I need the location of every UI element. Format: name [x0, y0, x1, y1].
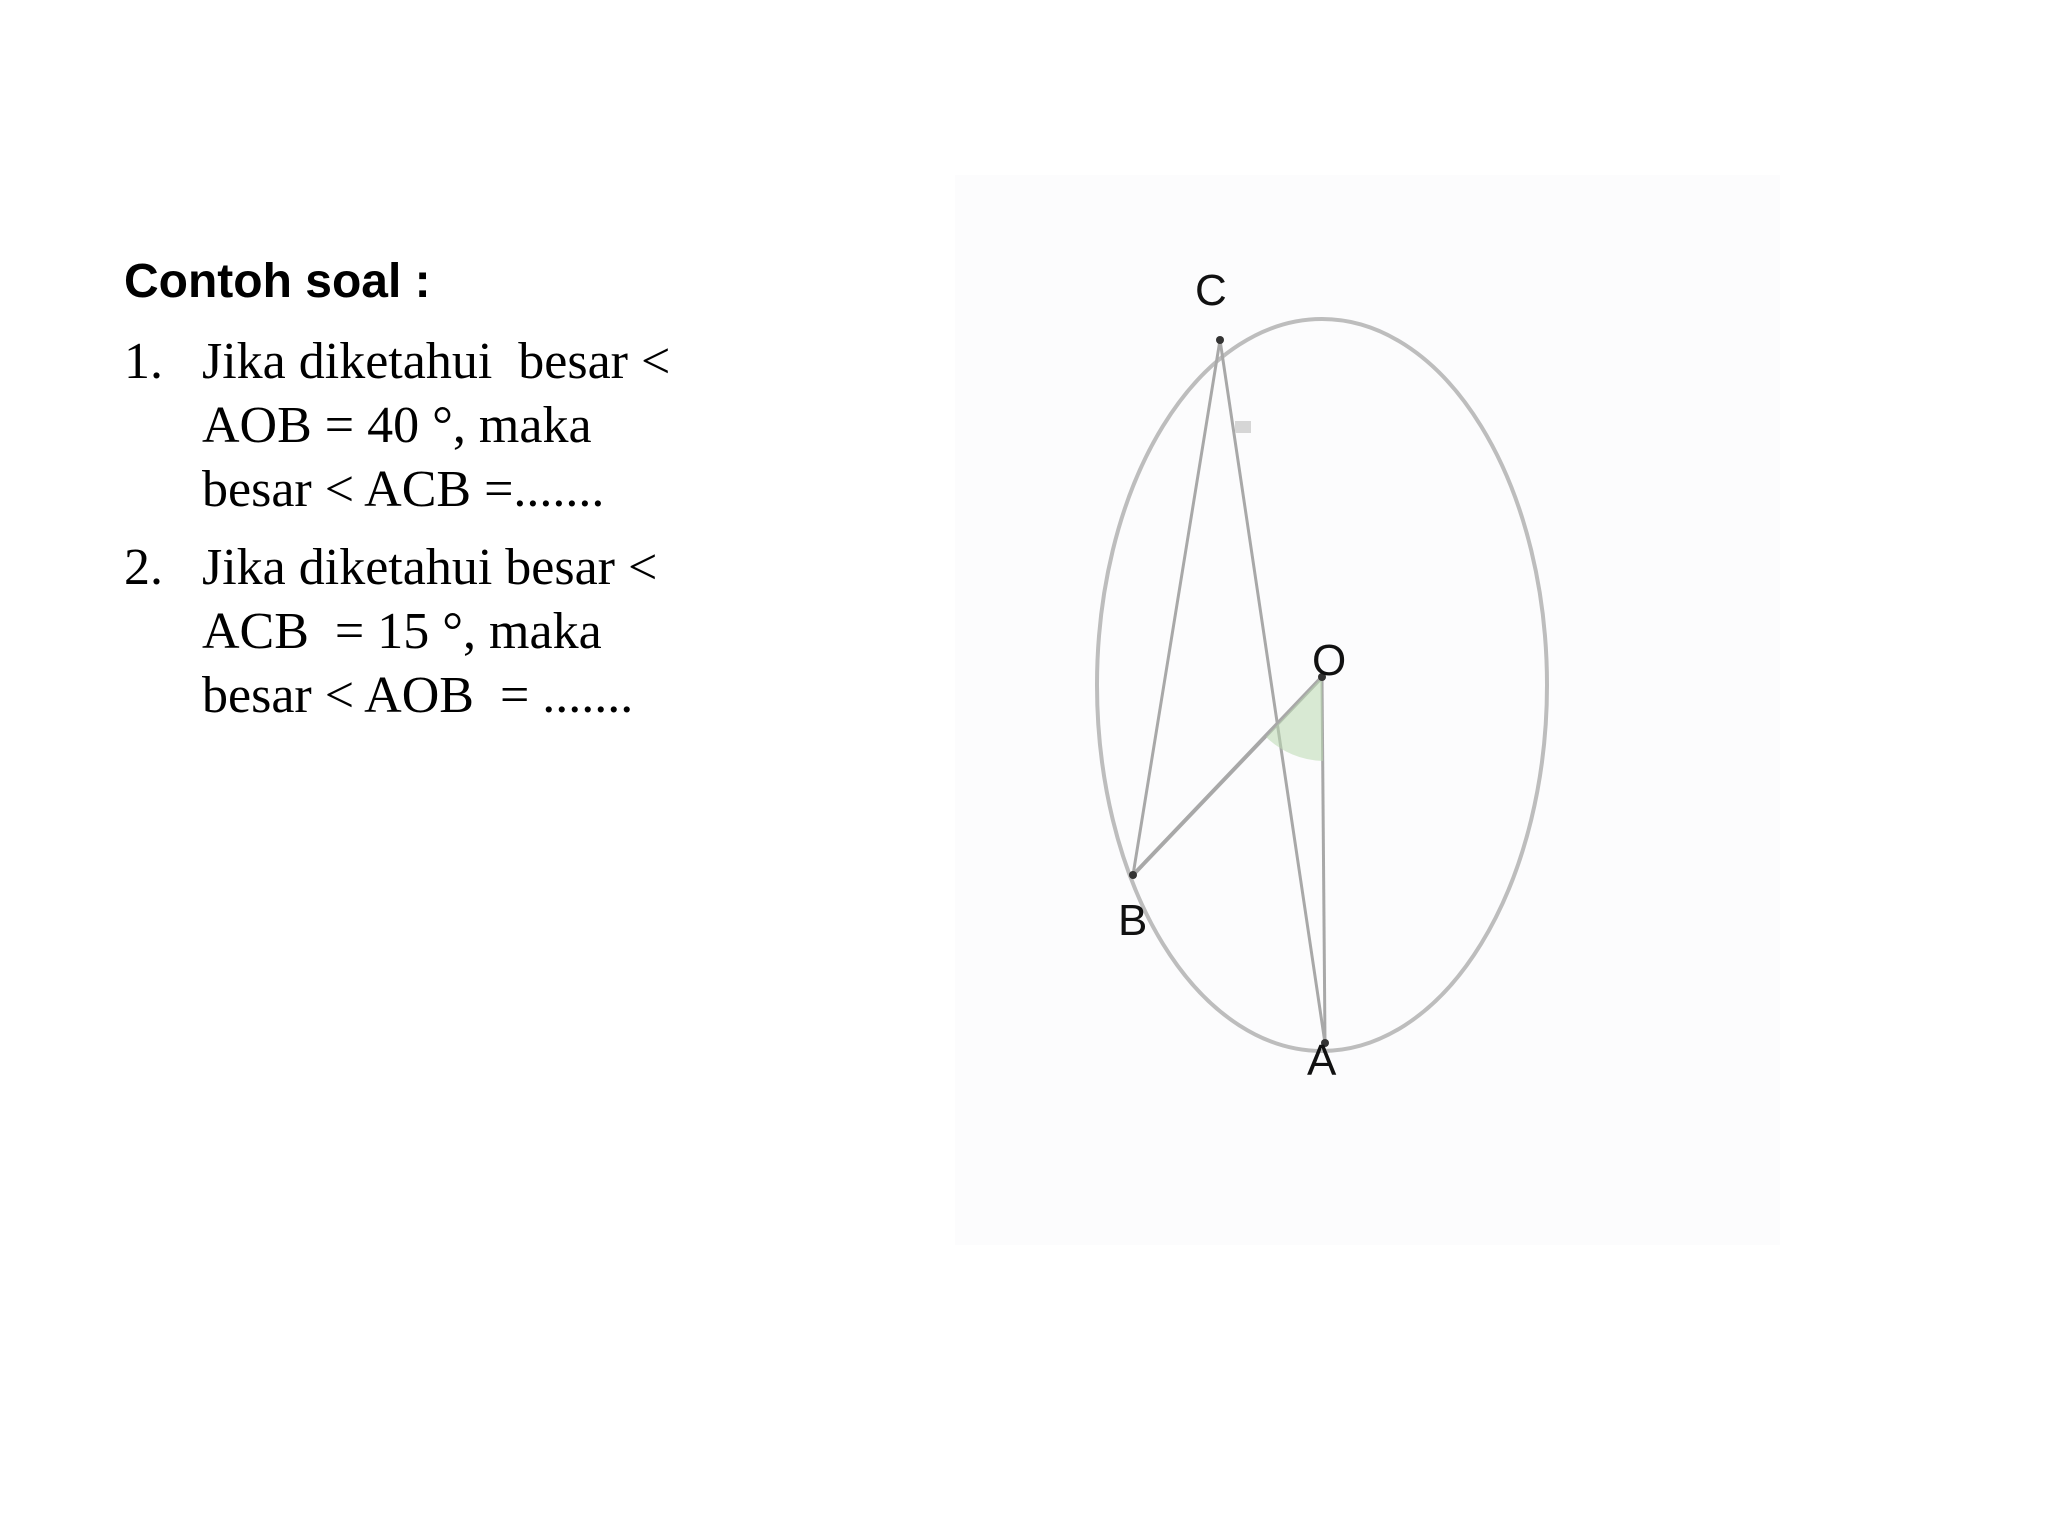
- point-o: [1318, 673, 1326, 681]
- label-o: O: [1312, 636, 1346, 685]
- question-number: 1.: [124, 333, 163, 390]
- label-c: C: [1195, 266, 1227, 315]
- question-item: 2. Jika diketahui besar < ACB = 15 °, ma…: [124, 536, 824, 728]
- point-b: [1129, 871, 1137, 879]
- angle-mark-acb: [1235, 421, 1251, 433]
- chord-cb: [1131, 339, 1222, 876]
- circle-diagram-panel: C O B A: [955, 175, 1780, 1245]
- question-line: besar < AOB = .......: [202, 667, 634, 724]
- question-line: Jika diketahui besar <: [202, 333, 671, 390]
- radius-ob: [1131, 675, 1324, 877]
- label-a: A: [1307, 1036, 1337, 1085]
- question-line: AOB = 40 °, maka: [202, 397, 592, 454]
- question-line: Jika diketahui besar <: [202, 539, 658, 596]
- point-a: [1321, 1039, 1329, 1047]
- point-c: [1216, 336, 1224, 344]
- heading: Contoh soal :: [124, 255, 431, 308]
- question-list: 1. Jika diketahui besar < AOB = 40 °, ma…: [124, 330, 824, 742]
- question-line: ACB = 15 °, maka: [202, 603, 602, 660]
- label-b: B: [1118, 896, 1147, 945]
- chord-ca: [1218, 339, 1327, 1044]
- angle-mark-aob: [1266, 677, 1323, 761]
- question-item: 1. Jika diketahui besar < AOB = 40 °, ma…: [124, 330, 824, 522]
- question-number: 2.: [124, 539, 163, 596]
- question-line: besar < ACB =.......: [202, 461, 605, 518]
- circle-diagram: C O B A: [1095, 266, 1549, 1085]
- circle: [1095, 317, 1549, 1053]
